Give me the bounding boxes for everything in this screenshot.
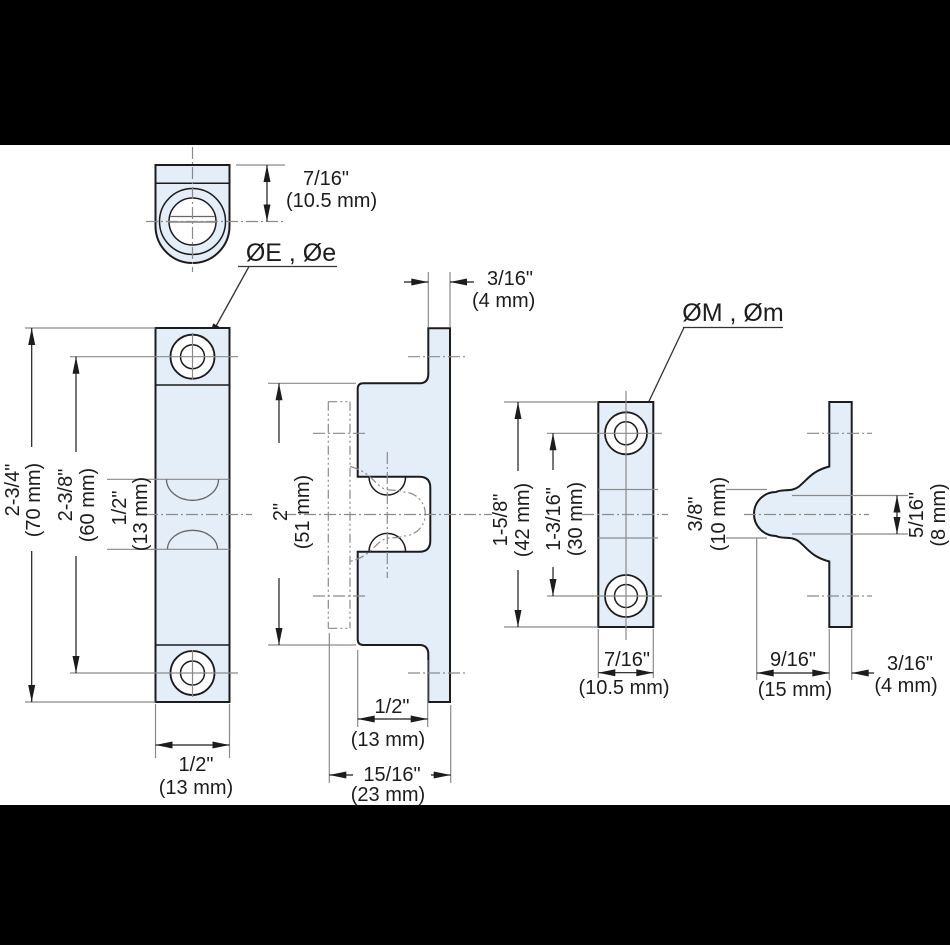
dim-thickness-mm: (4 mm)	[874, 675, 937, 697]
letterbox-bottom	[0, 805, 950, 945]
arrow-left-icon	[598, 669, 616, 677]
leaf1-top-view: 7/16" (10.5 mm)	[146, 147, 377, 272]
dim-thickness-mm: (4 mm)	[472, 290, 535, 312]
dim-tongue-in: 3/8"	[685, 497, 707, 532]
hole-label-M: ØM , Øm	[640, 299, 784, 419]
arrow-down-icon	[72, 656, 80, 673]
dim-holes-mm: (60 mm)	[77, 468, 99, 542]
arrow-left-icon	[756, 669, 774, 677]
dim-width-mm: (13 mm)	[159, 777, 233, 799]
leaf1-front-view: 2-3/4" (70 mm) 2-3/8" (60 mm) 1/2" (13 m…	[2, 327, 252, 799]
arrow-up-icon	[549, 433, 557, 451]
dim-pin-offset-mm: (10.5 mm)	[286, 190, 377, 212]
arrow-left-icon	[357, 715, 375, 723]
arrow-down-icon	[28, 685, 36, 702]
dim-tongue-mm: (10 mm)	[708, 477, 730, 551]
dim-band-in: 1/2"	[109, 491, 131, 526]
arrow-right-icon	[433, 771, 451, 779]
arrow-left-icon	[450, 278, 467, 286]
dim-thickness-in: 3/16"	[487, 268, 533, 290]
arrow-right-icon	[411, 278, 429, 286]
arrow-right-icon	[812, 669, 830, 677]
arrow-down-icon	[514, 610, 522, 627]
leaf1-side-outline	[356, 327, 451, 703]
dim-barrel-in: 2"	[270, 503, 292, 521]
leaf2-side-outline	[753, 401, 853, 628]
arrow-left-icon	[851, 669, 869, 677]
leaf1-side-view: 3/16" (4 mm) 2" (51 mm) 1/2" (13 mm) 15/…	[268, 268, 535, 806]
arrow-up-icon	[893, 495, 901, 513]
dim-thickness-in: 3/16"	[887, 653, 933, 675]
dim-pin-offset-in: 7/16"	[303, 168, 349, 190]
dim-tip-in: 5/16"	[906, 492, 928, 538]
dim-depth-mm: (15 mm)	[758, 679, 832, 701]
dim-overall-in: 1-5/8"	[490, 494, 512, 547]
hole-diameter-label: ØE , Øe	[246, 239, 336, 267]
dim-overall-in: 2-3/4"	[2, 464, 24, 517]
dim-overall-mm: (70 mm)	[23, 463, 45, 537]
dim-band-mm: (13 mm)	[130, 477, 152, 551]
dim-holes-in: 1-3/16"	[543, 487, 565, 551]
dim-depth-mm: (13 mm)	[351, 729, 425, 751]
arrow-up-icon	[263, 165, 271, 182]
dim-width-in: 7/16"	[604, 649, 650, 671]
arrow-right-icon	[636, 669, 654, 677]
dim-total-depth-mm: (23 mm)	[351, 784, 425, 806]
hole-diameter-label: ØM , Øm	[682, 299, 783, 327]
arrow-left-icon	[329, 771, 347, 779]
hole-label-E: ØE , Øe	[208, 239, 337, 340]
dim-barrel-mm: (51 mm)	[292, 475, 314, 549]
dim-total-depth-in: 15/16"	[363, 764, 420, 786]
dim-holes-in: 2-3/8"	[55, 469, 77, 522]
arrow-up-icon	[275, 383, 283, 401]
arrow-down-icon	[893, 517, 901, 534]
dim-depth-in: 9/16"	[770, 649, 816, 671]
arrow-right-icon	[212, 741, 230, 749]
arrow-right-icon	[410, 715, 428, 723]
arrow-down-icon	[263, 204, 271, 222]
letterbox-top	[0, 0, 950, 145]
arrow-down-icon	[549, 579, 557, 596]
arrow-up-icon	[514, 402, 522, 419]
arrow-down-icon	[275, 628, 283, 645]
dim-depth-in: 1/2"	[375, 696, 410, 718]
knuckle-fillet-arc	[165, 479, 220, 501]
leaf2-front-view: 1-5/8" (42 mm) 1-3/16" (30 mm) 7/16" (10…	[490, 391, 767, 699]
dim-width-mm: (10.5 mm)	[578, 677, 669, 699]
dim-overall-mm: (42 mm)	[512, 483, 534, 557]
knuckle-fillet-arc	[166, 529, 219, 550]
dim-width-in: 1/2"	[179, 754, 214, 776]
leaf2-side-view: 5/16" (8 mm) 9/16" (15 mm) 3/16" (4 mm)	[744, 401, 950, 701]
arrow-up-icon	[72, 356, 80, 374]
dim-holes-mm: (30 mm)	[565, 482, 587, 556]
arrow-left-icon	[155, 741, 173, 749]
arrow-up-icon	[28, 328, 36, 345]
dim-tip-mm: (8 mm)	[928, 483, 950, 546]
